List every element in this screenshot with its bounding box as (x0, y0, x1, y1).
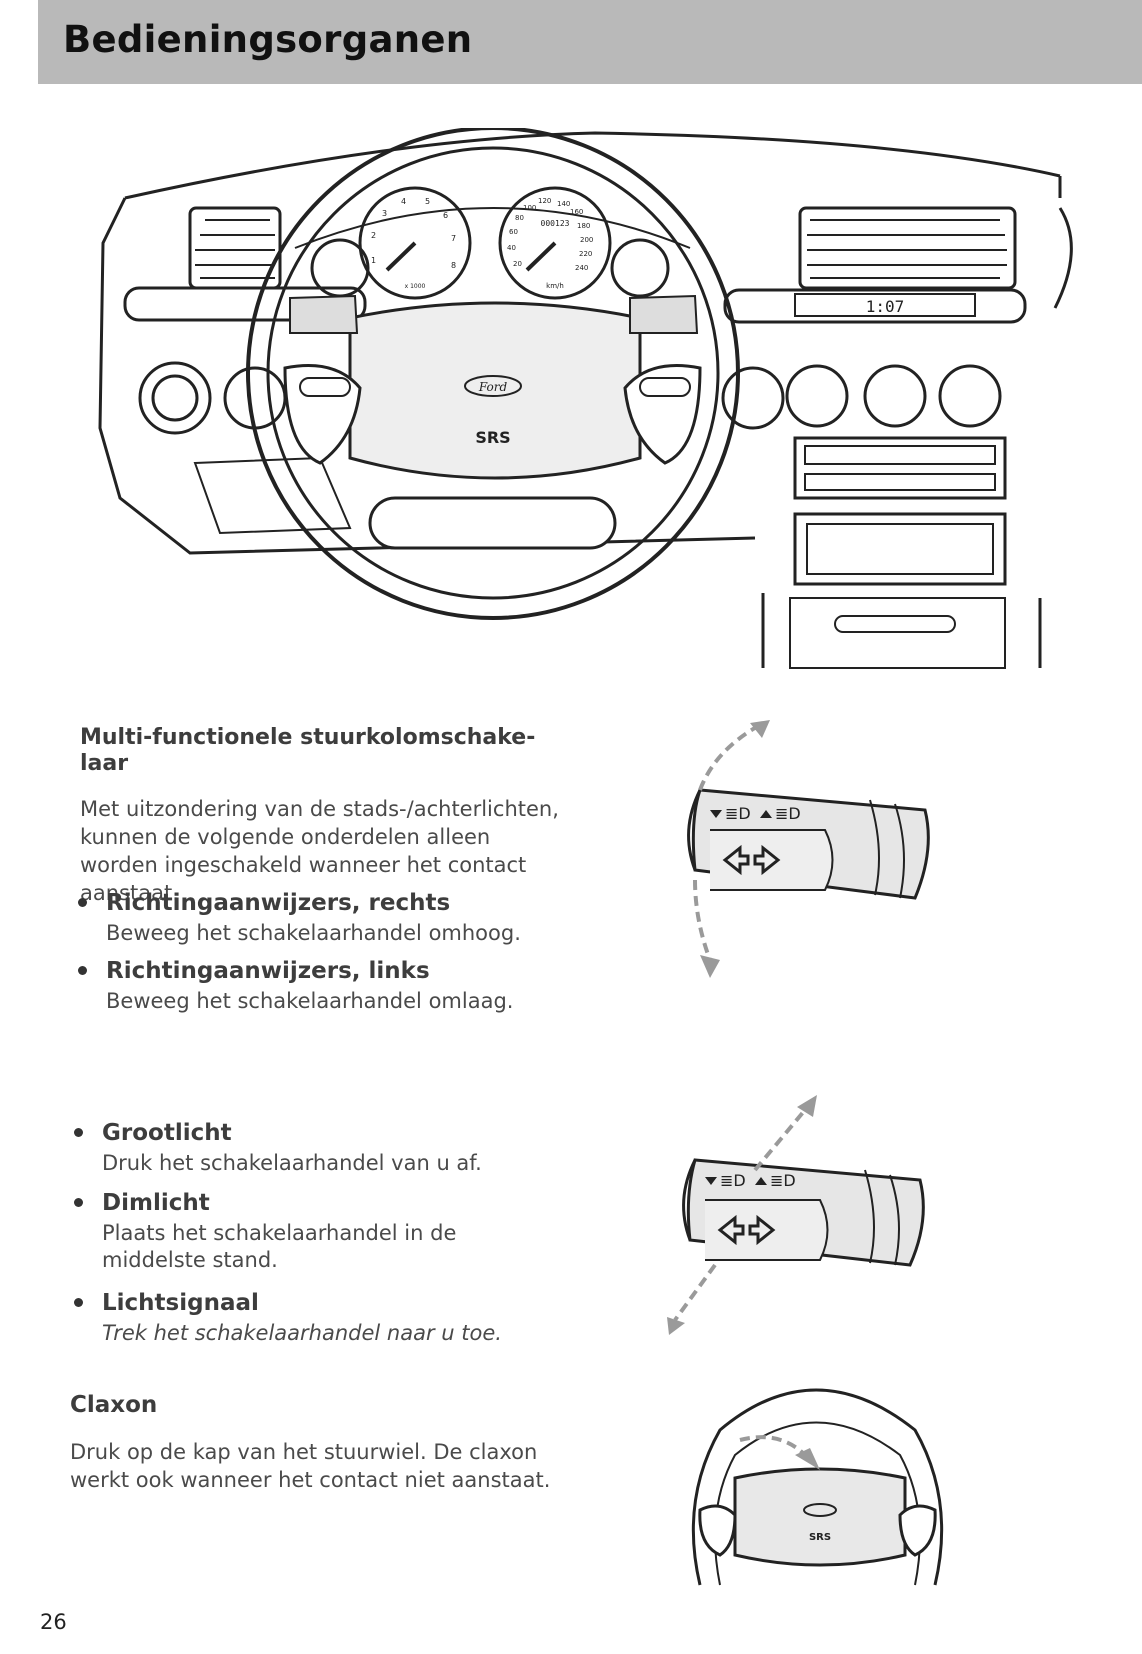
bullet-text: Trek het schakelaarhandel naar u toe. (102, 1321, 502, 1345)
speed-tick: 240 (575, 264, 588, 272)
rpm-tick: 6 (443, 211, 448, 220)
dashboard-illustration: Ford SRS 000123 1:07 km/h x 1000 20 40 6… (98, 128, 1073, 669)
rpm-tick: 3 (382, 209, 387, 218)
svg-text:≣D: ≣D (720, 1171, 746, 1190)
horn-text: Druk op de kap van het stuurwiel. De cla… (70, 1440, 551, 1492)
speed-tick: 80 (515, 214, 524, 222)
speed-tick: 60 (509, 228, 518, 236)
bullet-text: Druk het schakelaarhandel van u af. (102, 1151, 482, 1175)
page-number: 26 (40, 1610, 67, 1634)
press-arrow-icon (739, 1435, 807, 1457)
bullet-title: Grootlicht (102, 1120, 232, 1146)
turn-arrows-icon (722, 844, 781, 876)
rpm-tick: 7 (451, 234, 456, 243)
rpm-tick: 2 (371, 231, 376, 240)
down-arrow-icon (693, 879, 712, 961)
speed-tick: 160 (570, 208, 583, 216)
rpm-unit: x 1000 (405, 283, 426, 290)
forward-arrow-icon (753, 1108, 807, 1172)
bullet-icon (74, 1298, 83, 1307)
svg-text:≣D: ≣D (775, 804, 801, 823)
turn-signal-lever-illustration: ≣D ≣D (687, 720, 930, 978)
speed-tick: 200 (580, 236, 593, 244)
rpm-tick: 1 (371, 256, 376, 265)
svg-text:≣D: ≣D (725, 804, 751, 823)
bullet-icon (74, 1128, 83, 1137)
bullet-icon (74, 1198, 83, 1207)
bullet-icon (78, 966, 87, 975)
list-item-turn-left: Richtingaanwijzers, links Beweeg het sch… (78, 958, 598, 1018)
speed-tick: 180 (577, 222, 590, 230)
clock-readout: 1:07 (866, 297, 905, 316)
bullet-text: Beweeg het schakelaarhandel omlaag. (106, 989, 514, 1013)
headlight-lever-illustration: ≣D ≣D (667, 1095, 925, 1335)
section-title-horn: Claxon (70, 1392, 158, 1418)
srs-label: SRS (809, 1532, 831, 1543)
up-arrow-icon (698, 723, 761, 791)
odometer-readout: 000123 (541, 219, 570, 228)
speed-tick: 140 (557, 200, 570, 208)
list-item-high-beam: Grootlicht Druk het schakelaarhandel van… (74, 1120, 594, 1180)
speed-tick: 20 (513, 260, 522, 268)
bullet-icon (78, 898, 87, 907)
speed-scale: 20 40 60 80 100 120 140 160 180 200 220 … (507, 197, 593, 272)
svg-text:≣D: ≣D (770, 1171, 796, 1190)
speed-unit: km/h (546, 282, 564, 290)
srs-label: SRS (475, 428, 510, 447)
headlight-symbols-icon: ≣D ≣D (705, 1171, 796, 1190)
section-title-multifunction: Multi-functionele stuurkolomschake- laar (80, 725, 536, 777)
bullet-title: Richtingaanwijzers, rechts (106, 890, 451, 916)
page-title: Bedieningsorganen (63, 18, 473, 61)
list-item-turn-right: Richtingaanwijzers, rechts Beweeg het sc… (78, 890, 598, 950)
list-item-low-beam: Dimlicht Plaats het schakelaarhandel in … (74, 1190, 594, 1272)
rpm-tick: 4 (401, 197, 406, 206)
bullet-title: Richtingaanwijzers, links (106, 958, 430, 984)
bullet-title: Dimlicht (102, 1190, 210, 1216)
bullet-title: Lichtsignaal (102, 1290, 259, 1316)
rpm-scale: 1 2 3 4 5 6 7 8 (371, 197, 456, 270)
header-band (38, 0, 1142, 84)
headlight-symbols-icon: ≣D ≣D (710, 804, 801, 823)
ford-badge: Ford (478, 380, 508, 394)
speed-tick: 220 (579, 250, 592, 258)
bullet-text: Beweeg het schakelaarhandel omhoog. (106, 921, 521, 945)
rpm-tick: 8 (451, 261, 456, 270)
backward-arrow-icon (673, 1263, 717, 1322)
speed-tick: 120 (538, 197, 551, 205)
turn-arrows-icon (717, 1214, 776, 1246)
bullet-text: Plaats het schakelaarhandel in de middel… (102, 1221, 457, 1272)
intro-text: Met uitzondering van de stads-/achterlic… (80, 797, 559, 905)
list-item-flash: Lichtsignaal Trek het schakelaarhandel n… (74, 1290, 594, 1350)
horn-wheel-illustration: SRS (691, 1388, 944, 1586)
speed-tick: 100 (523, 204, 536, 212)
speed-tick: 40 (507, 244, 516, 252)
rpm-tick: 5 (425, 197, 430, 206)
